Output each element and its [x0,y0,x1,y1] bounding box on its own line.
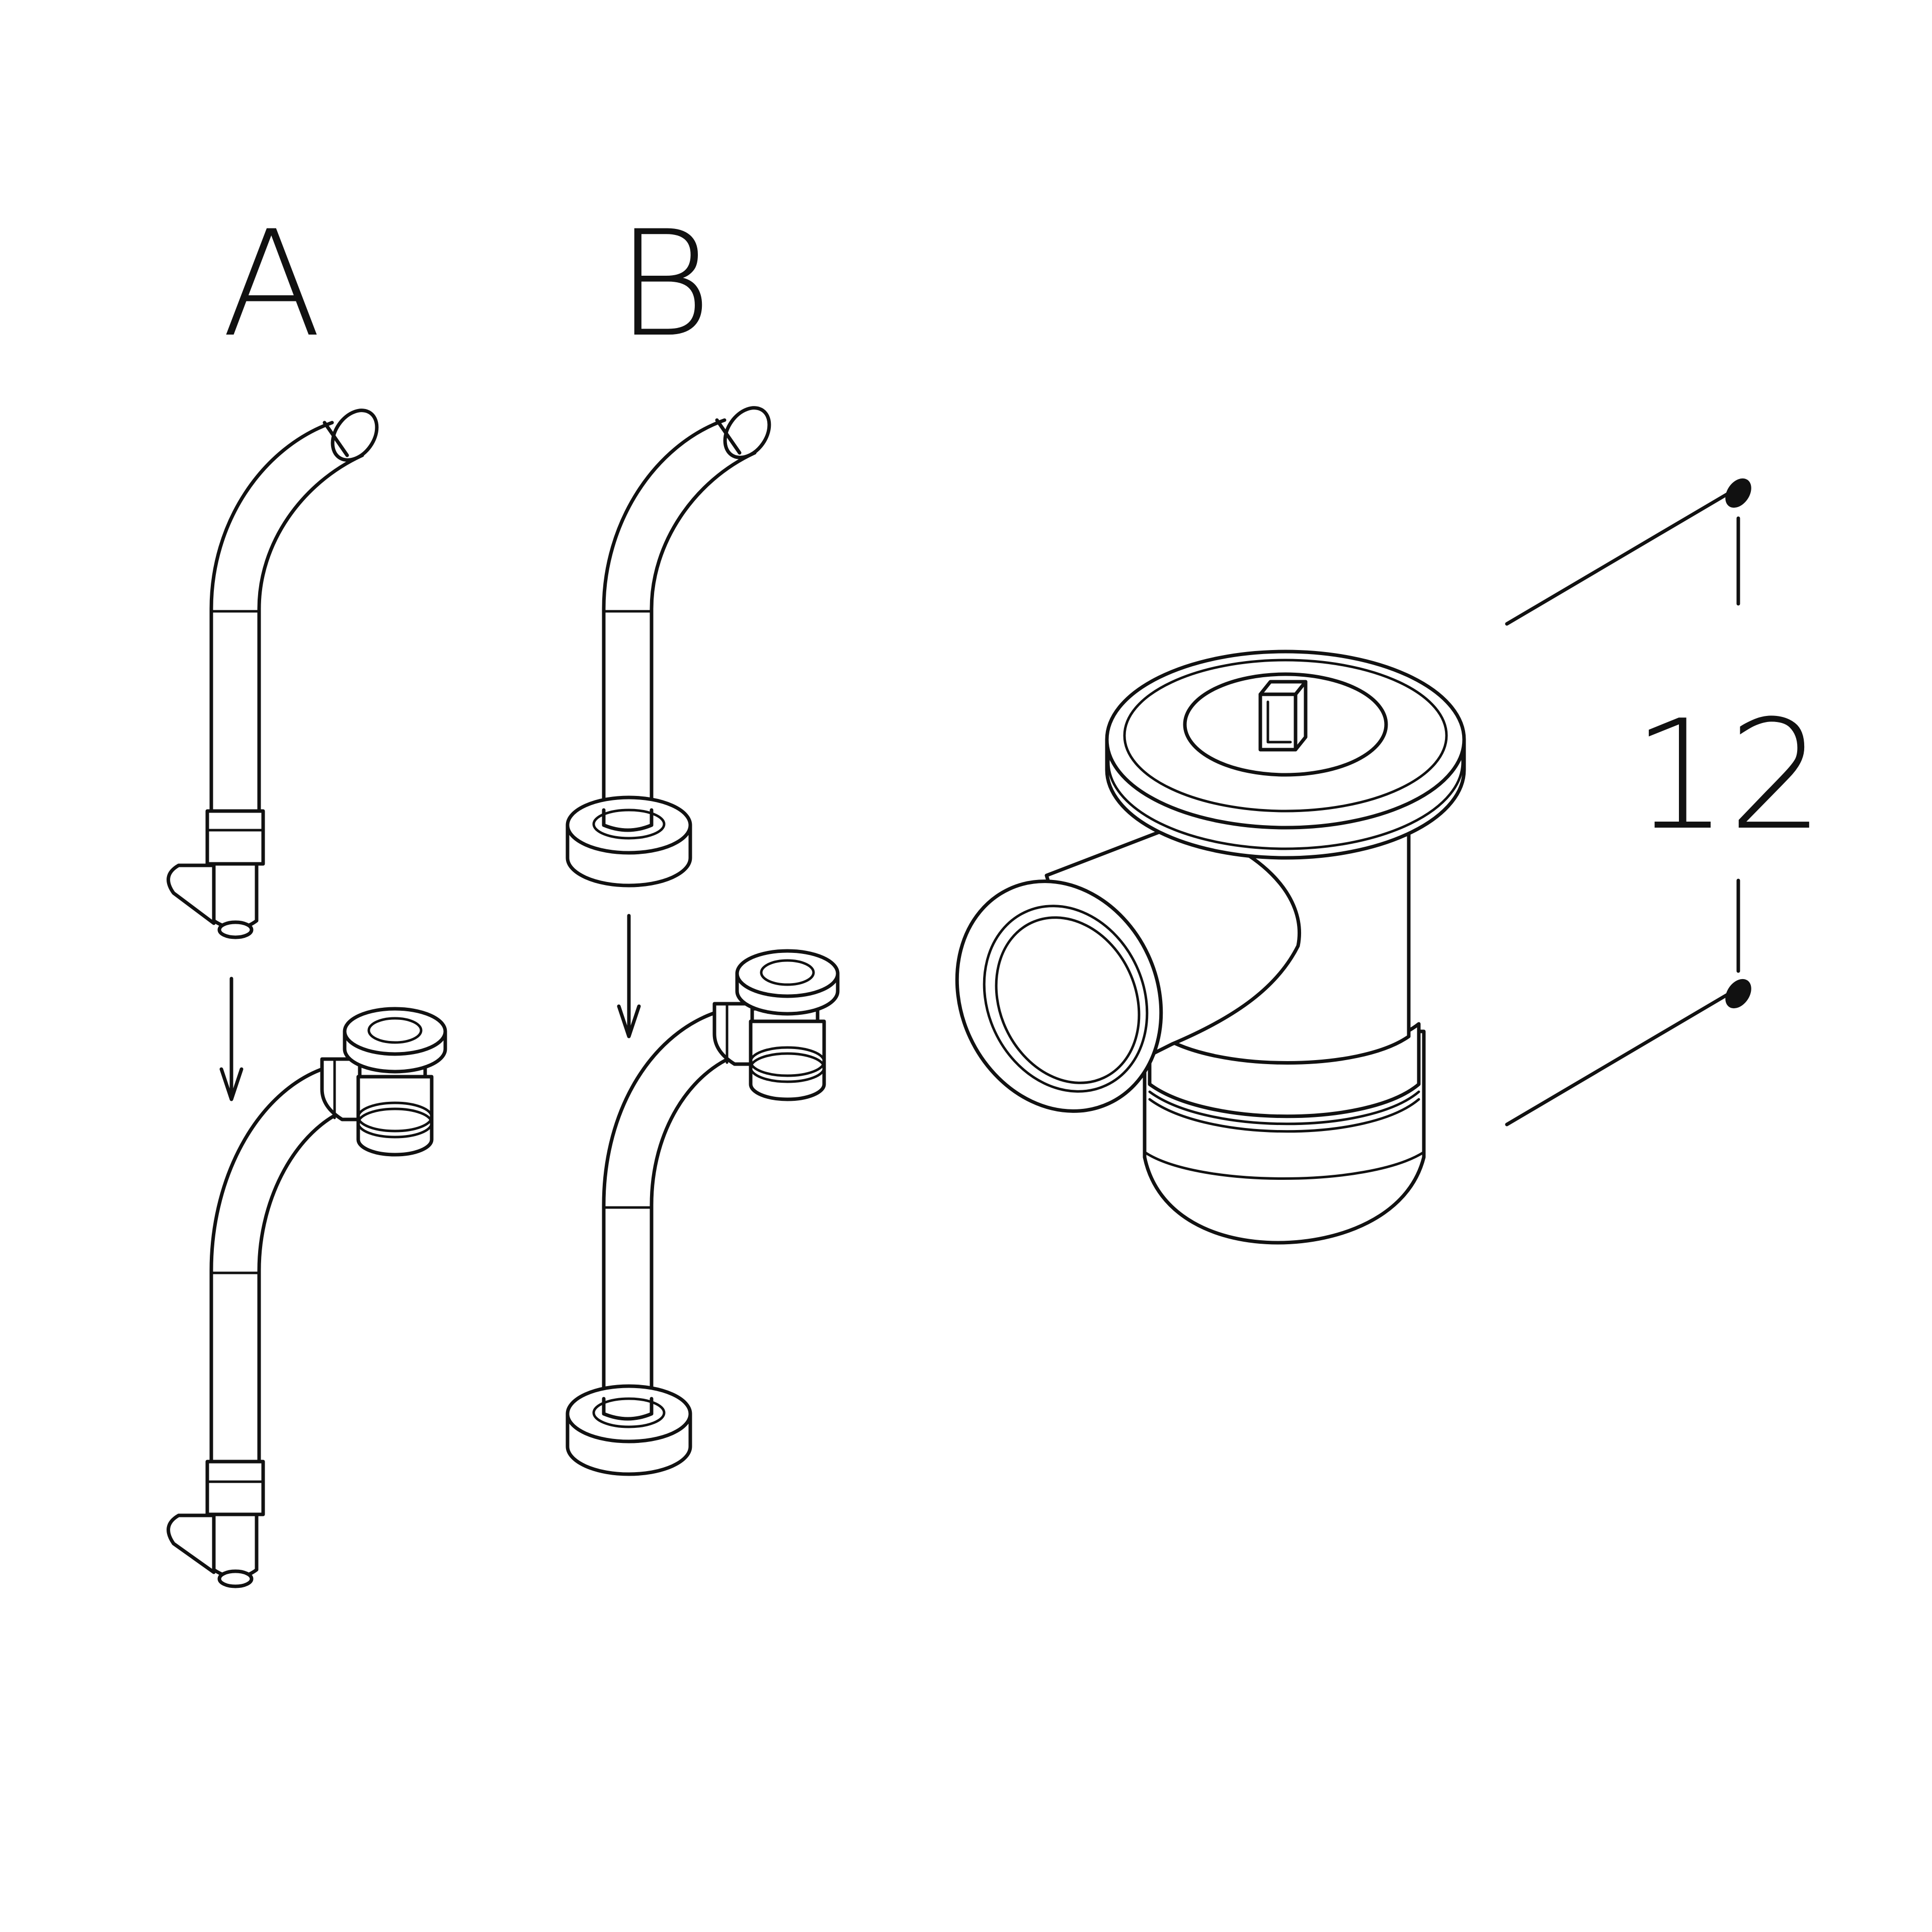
spout-b-lower [566,949,840,1476]
label-variant-b: B [616,200,712,369]
label-variant-a: A [222,200,321,369]
valve-knob [1258,680,1308,752]
spout-a-lower [167,1007,447,1588]
dimension-value: 12 [1632,688,1824,863]
arrow-b-down [617,914,641,1038]
dimension-marker-top [1725,478,1751,508]
dimension-marker-bottom [1725,979,1751,1009]
valve-body [955,650,1466,1245]
spout-b-upper [566,406,771,888]
spout-a-upper [167,409,379,939]
arrow-a-down [219,977,244,1101]
dimension-12: 12 [1505,478,1824,1126]
